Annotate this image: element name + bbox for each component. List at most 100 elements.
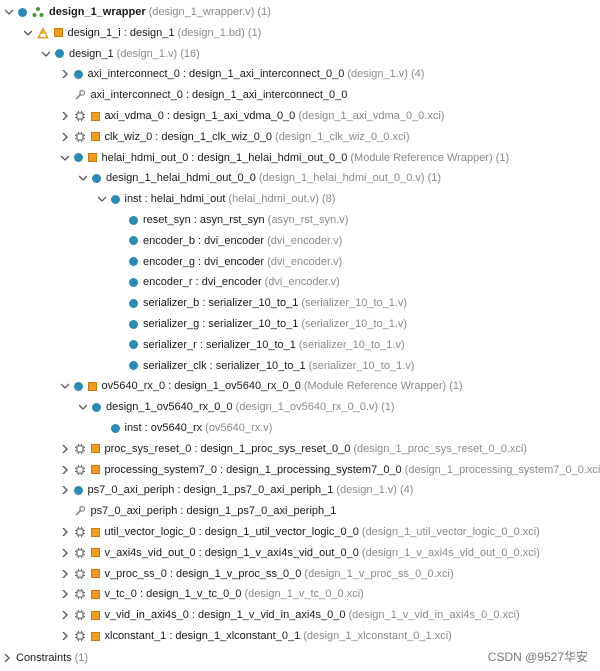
tree-node[interactable]: serializer_g : serializer_10_to_1(serial… bbox=[115, 314, 407, 334]
tree-node[interactable]: clk_wiz_0 : design_1_clk_wiz_0_0(design_… bbox=[60, 127, 410, 147]
ip-core-icon bbox=[74, 460, 86, 480]
tree-node[interactable]: xlconstant_1 : design_1_xlconstant_0_1(d… bbox=[60, 626, 452, 646]
tree-node-label: design_1_wrapper bbox=[49, 6, 146, 18]
module-dot-icon bbox=[18, 2, 27, 22]
chevron-down-icon[interactable] bbox=[23, 23, 33, 43]
chevron-right-icon[interactable] bbox=[60, 564, 70, 584]
tree-node-label: v_vid_in_axi4s_0 : design_1_v_vid_in_axi… bbox=[104, 609, 346, 622]
tree-node[interactable]: v_tc_0 : design_1_v_tc_0_0(design_1_v_tc… bbox=[60, 584, 364, 604]
tree-node[interactable]: serializer_r : serializer_10_to_1(serial… bbox=[115, 335, 405, 355]
tree-node-label: processing_system7_0 : design_1_processi… bbox=[104, 463, 402, 476]
ip-block-icon bbox=[90, 522, 100, 542]
tree-node-source: (design_1_helai_hdmi_out_0_0.v) (1) bbox=[258, 172, 442, 185]
ip-core-icon bbox=[74, 564, 86, 584]
chevron-right-icon[interactable] bbox=[60, 439, 70, 459]
tree-node-label: encoder_r : dvi_encoder bbox=[143, 276, 262, 289]
tree-node[interactable]: ps7_0_axi_periph : design_1_ps7_0_axi_pe… bbox=[60, 501, 336, 521]
tree-node-source: (design_1_v_tc_0_0.xci) bbox=[244, 588, 364, 601]
tree-node-source: (design_1_ov5640_rx_0_0.v) (1) bbox=[235, 401, 395, 414]
tree-node-label: xlconstant_1 : design_1_xlconstant_0_1 bbox=[104, 630, 301, 642]
tree-node-source: (design_1.v) (4) bbox=[347, 68, 425, 81]
chevron-right-icon[interactable] bbox=[60, 626, 70, 646]
chevron-right-icon[interactable] bbox=[60, 460, 70, 480]
tree-node-label: design_1 bbox=[69, 47, 114, 60]
chevron-right-icon[interactable] bbox=[2, 648, 12, 668]
chevron-right-icon[interactable] bbox=[60, 480, 70, 500]
tree-node[interactable]: processing_system7_0 : design_1_processi… bbox=[60, 460, 600, 480]
tree-node[interactable]: axi_interconnect_0 : design_1_axi_interc… bbox=[60, 85, 348, 105]
chevron-right-icon[interactable] bbox=[60, 522, 70, 542]
tree-node[interactable]: design_1_ov5640_rx_0_0(design_1_ov5640_r… bbox=[78, 397, 395, 417]
chevron-right-icon[interactable] bbox=[60, 605, 70, 625]
tree-node-label: serializer_b : serializer_10_to_1 bbox=[143, 297, 299, 310]
tree-node[interactable]: v_vid_in_axi4s_0 : design_1_v_vid_in_axi… bbox=[60, 605, 520, 625]
tree-node[interactable]: v_axi4s_vid_out_0 : design_1_v_axi4s_vid… bbox=[60, 543, 540, 563]
tree-node-source: (design_1_processing_system7_0_0.xci) bbox=[404, 463, 600, 476]
module-dot-icon bbox=[73, 148, 83, 168]
chevron-down-icon[interactable] bbox=[41, 44, 51, 64]
constraints-node[interactable]: Constraints (1) bbox=[0, 648, 88, 668]
tree-node[interactable]: encoder_b : dvi_encoder(dvi_encoder.v) bbox=[115, 231, 342, 251]
tree-node[interactable]: inst : ov5640_rx(ov5640_rx.v) bbox=[97, 418, 273, 438]
tree-node-source: (ov5640_rx.v) bbox=[205, 422, 273, 434]
tree-node[interactable]: ov5640_rx_0 : design_1_ov5640_rx_0_0(Mod… bbox=[60, 376, 463, 396]
tree-node[interactable]: axi_vdma_0 : design_1_axi_vdma_0_0(desig… bbox=[60, 106, 444, 126]
tree-node-label: util_vector_logic_0 : design_1_util_vect… bbox=[104, 526, 359, 538]
tree-node-source: (design_1_proc_sys_reset_0_0.xci) bbox=[353, 442, 527, 455]
tree-node[interactable]: inst : helai_hdmi_out(helai_hdmi_out.v) … bbox=[97, 189, 336, 209]
ip-core-icon bbox=[74, 439, 86, 459]
tree-node-label: design_1_i : design_1 bbox=[67, 26, 175, 39]
chevron-right-icon[interactable] bbox=[60, 106, 70, 126]
tree-node[interactable]: encoder_g : dvi_encoder(dvi_encoder.v) bbox=[115, 252, 342, 272]
ip-block-icon bbox=[90, 106, 100, 126]
tree-node-label: inst : ov5640_rx bbox=[124, 422, 203, 434]
chevron-down-icon[interactable] bbox=[60, 376, 70, 396]
ip-block-icon bbox=[90, 127, 100, 147]
tree-node[interactable]: util_vector_logic_0 : design_1_util_vect… bbox=[60, 522, 540, 542]
ip-block-icon bbox=[90, 626, 100, 646]
constraints-label: Constraints bbox=[16, 652, 72, 664]
tree-node[interactable]: reset_syn : asyn_rst_syn(asyn_rst_syn.v) bbox=[115, 210, 348, 230]
tree-node-label: design_1_ov5640_rx_0_0 bbox=[106, 401, 233, 414]
tree-node-label: proc_sys_reset_0 : design_1_proc_sys_res… bbox=[104, 442, 351, 455]
tree-node[interactable]: design_1_wrapper(design_1_wrapper.v) (1) bbox=[4, 2, 271, 22]
ip-block-icon bbox=[53, 23, 63, 43]
top-module-icon bbox=[32, 2, 44, 22]
module-dot-icon bbox=[129, 272, 138, 292]
tree-node-source: (design_1.bd) (1) bbox=[177, 26, 262, 39]
chevron-right-icon[interactable] bbox=[60, 64, 70, 84]
ip-core-icon bbox=[74, 106, 86, 126]
chevron-right-icon[interactable] bbox=[60, 584, 70, 604]
tree-node-label: helai_hdmi_out_0 : design_1_helai_hdmi_o… bbox=[101, 151, 348, 164]
tree-node-label: axi_vdma_0 : design_1_axi_vdma_0_0 bbox=[104, 110, 296, 122]
tree-node[interactable]: design_1_helai_hdmi_out_0_0(design_1_hel… bbox=[78, 168, 441, 188]
tree-node-source: (helai_hdmi_out.v) (8) bbox=[228, 193, 336, 206]
module-dot-icon bbox=[129, 314, 138, 334]
chevron-down-icon[interactable] bbox=[78, 168, 88, 188]
tree-node-label: encoder_b : dvi_encoder bbox=[143, 234, 265, 247]
tree-node-source: (design_1_v_axi4s_vid_out_0_0.xci) bbox=[361, 546, 540, 559]
tree-node[interactable]: proc_sys_reset_0 : design_1_proc_sys_res… bbox=[60, 439, 527, 459]
tree-node-label: axi_interconnect_0 : design_1_axi_interc… bbox=[90, 89, 348, 102]
ip-block-icon bbox=[90, 543, 100, 563]
chevron-down-icon[interactable] bbox=[60, 148, 70, 168]
module-dot-icon bbox=[129, 210, 138, 230]
chevron-down-icon[interactable] bbox=[78, 397, 88, 417]
tree-node[interactable]: serializer_b : serializer_10_to_1(serial… bbox=[115, 293, 407, 313]
chevron-down-icon[interactable] bbox=[4, 2, 14, 22]
tree-node[interactable]: serializer_clk : serializer_10_to_1(seri… bbox=[115, 356, 414, 376]
chevron-down-icon[interactable] bbox=[97, 189, 107, 209]
tree-node[interactable]: design_1(design_1.v) (16) bbox=[41, 44, 200, 64]
chevron-right-icon[interactable] bbox=[60, 543, 70, 563]
wrench-icon bbox=[74, 501, 86, 521]
tree-node-label: design_1_helai_hdmi_out_0_0 bbox=[106, 172, 256, 185]
tree-node-source: (serializer_10_to_1.v) bbox=[301, 297, 408, 310]
tree-node[interactable]: helai_hdmi_out_0 : design_1_helai_hdmi_o… bbox=[60, 148, 509, 168]
tree-node[interactable]: encoder_r : dvi_encoder(dvi_encoder.v) bbox=[115, 272, 340, 292]
tree-node[interactable]: ps7_0_axi_periph : design_1_ps7_0_axi_pe… bbox=[60, 480, 413, 500]
tree-node-source: (design_1_wrapper.v) (1) bbox=[148, 6, 271, 18]
tree-node[interactable]: v_proc_ss_0 : design_1_v_proc_ss_0_0(des… bbox=[60, 564, 454, 584]
chevron-right-icon[interactable] bbox=[60, 127, 70, 147]
tree-node[interactable]: design_1_i : design_1(design_1.bd) (1) bbox=[23, 23, 262, 43]
tree-node[interactable]: axi_interconnect_0 : design_1_axi_interc… bbox=[60, 64, 425, 84]
